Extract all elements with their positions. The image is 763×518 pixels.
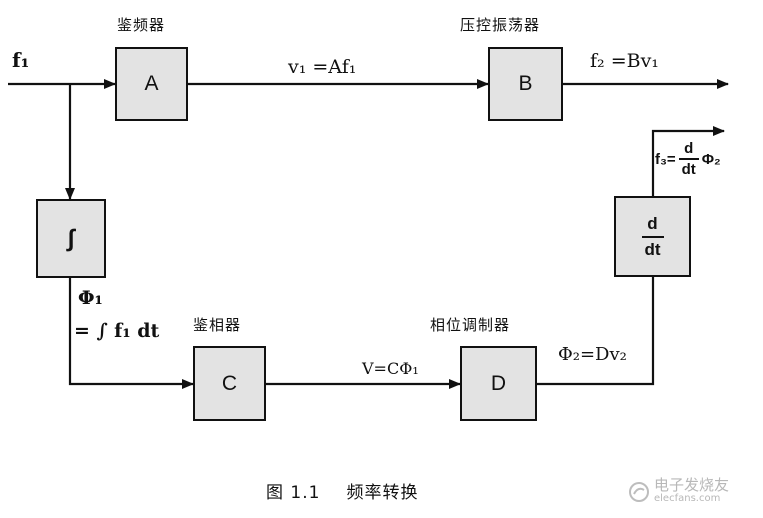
line-integrator-to-c (68, 278, 194, 389)
caption-title: 频率转换 (346, 483, 419, 503)
watermark-site: elecfans.com (654, 493, 721, 504)
title-block-c: 鉴相器 (193, 316, 242, 334)
title-block-a: 鉴频器 (117, 16, 166, 34)
signal-phi2: Φ₂=Dv₂ (558, 344, 627, 365)
watermark-text: 电子发烧友 (654, 476, 730, 494)
block-a-frequency-discriminator: A (115, 47, 188, 121)
signal-phi1-line1: Φ₁ (78, 287, 103, 309)
line-derivative-output (651, 126, 725, 196)
figure-caption: 图 1.1 频率转换 (266, 478, 418, 503)
signal-f3-prefix: f₃= (655, 150, 676, 168)
block-c-letter: C (221, 371, 238, 395)
block-b-letter: B (518, 72, 533, 95)
derivative-den: dt (644, 239, 661, 259)
signal-f2: f₂ =Bv₁ (590, 50, 659, 72)
block-d-phase-modulator: D (460, 346, 537, 421)
derivative-num: d (647, 213, 658, 233)
block-d-letter: D (490, 371, 507, 395)
block-derivative: d dt (614, 196, 691, 277)
block-c-phase-detector: C (193, 346, 266, 421)
signal-f3-num: d (684, 140, 694, 157)
title-block-b: 压控振荡器 (460, 16, 541, 34)
caption-fig-no: 图 1.1 (266, 483, 321, 503)
block-a-letter: A (144, 72, 159, 95)
watermark-logo-icon (629, 482, 649, 502)
block-integrator: ∫ (36, 199, 106, 278)
signal-f3-suffix: Φ₂ (701, 150, 721, 168)
signal-v-c: V=CΦ₁ (362, 359, 419, 378)
integrator-symbol: ∫ (67, 224, 75, 252)
line-d-to-derivative (537, 277, 655, 386)
title-block-d: 相位调制器 (430, 316, 511, 334)
watermark: 电子发烧友 elecfans.com (628, 478, 729, 506)
signal-v1: v₁ =Af₁ (288, 56, 357, 78)
block-b-vco: B (488, 47, 563, 121)
signal-f1: f₁ (12, 48, 30, 72)
signal-f3: f₃= d dt Φ₂ (655, 140, 721, 178)
signal-f3-den: dt (681, 161, 696, 178)
signal-phi1-line2: = ∫ f₁ dt (74, 320, 160, 342)
